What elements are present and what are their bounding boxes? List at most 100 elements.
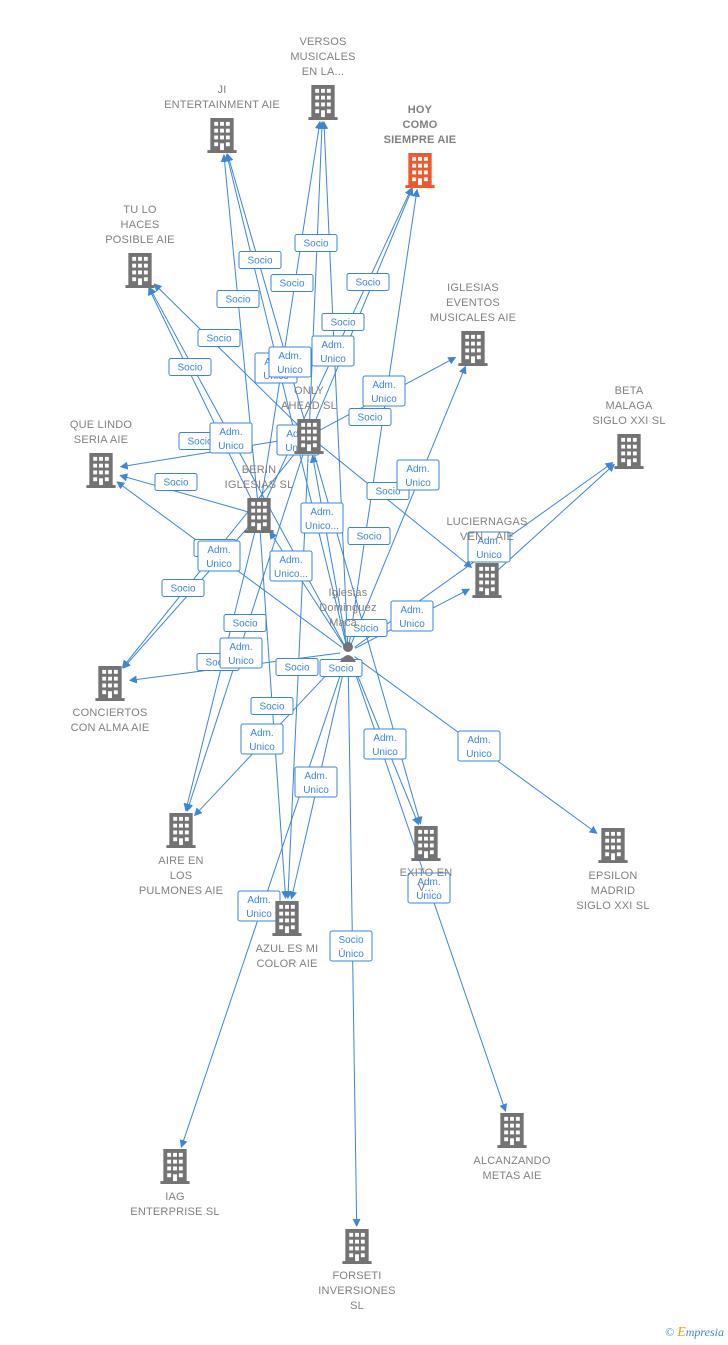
relation-badge[interactable]: Adm.Unico	[197, 540, 241, 572]
relation-badge[interactable]: Socio	[321, 313, 365, 331]
relation-badge[interactable]: Adm.Unico...	[269, 550, 313, 582]
node-label-line: Iglesias	[329, 587, 368, 599]
badge-label: Adm.	[372, 380, 395, 391]
badge-label: Socio	[338, 935, 363, 946]
badge-label: Adm.	[467, 735, 490, 746]
node-label-line: TU LO	[123, 204, 157, 216]
node-label-line: COLOR AIE	[256, 958, 317, 970]
relation-badge[interactable]: Adm.Unico	[467, 531, 511, 563]
relation-badge[interactable]: Adm.Unico	[363, 728, 407, 760]
relation-badge[interactable]: Adm.Unico	[237, 890, 281, 922]
relation-badge[interactable]: Adm.Unico	[311, 335, 355, 367]
relation-badge[interactable]: Socio	[275, 658, 319, 676]
badge-label: Socio	[355, 278, 380, 289]
building-icon	[308, 85, 338, 120]
node-label-line: MUSICALES AIE	[430, 312, 516, 324]
node-label-line: SIEMPRE AIE	[384, 134, 457, 146]
badge-label: Socio	[205, 658, 230, 669]
node-label-line: VERSOS	[299, 36, 346, 48]
badge-label: Unico	[405, 478, 431, 489]
badge-label: Socio	[232, 619, 257, 630]
relation-badge[interactable]: Socio	[270, 274, 314, 292]
node-label-line: FORSETI	[332, 1270, 381, 1282]
badge-label: Adm.	[417, 877, 440, 888]
node-label-line: ENTERPRISE SL	[130, 1206, 219, 1218]
relation-badge[interactable]: Socio	[344, 619, 388, 637]
building-icon	[166, 813, 196, 848]
relation-badge[interactable]: Adm.Unico	[294, 766, 338, 798]
company-node-berin[interactable]: BERIN IGLESIAS SL	[225, 464, 294, 533]
node-label-line: AHEAD SL	[281, 400, 337, 412]
relation-badge[interactable]: Socio	[168, 358, 212, 376]
relation-badge[interactable]: Adm.Unico	[268, 346, 312, 378]
node-label-line: VEN... AIE	[460, 531, 514, 543]
company-node-exito[interactable]: EXITO ENV...	[400, 826, 453, 894]
building-icon	[497, 1113, 527, 1148]
badge-label: Unico	[372, 747, 398, 758]
relation-badge[interactable]: Socio	[250, 697, 294, 715]
person-node[interactable]: IglesiasDominguezMaca...	[319, 587, 377, 662]
badge-label: Socio	[303, 239, 328, 250]
node-label-line: EVENTOS	[446, 297, 500, 309]
badge-label: Único	[338, 947, 364, 960]
badge-label: Adm.	[278, 351, 301, 362]
relation-badge[interactable]: Socio	[161, 579, 205, 597]
relation-badge[interactable]: Socio	[197, 329, 241, 347]
relation-badge[interactable]: Socio	[346, 273, 390, 291]
badge-label: Unico	[206, 559, 232, 570]
relation-badge[interactable]: Adm.Unico	[390, 600, 434, 632]
node-label-line: SIGLO XXI SL	[592, 415, 665, 427]
node-label-line: HACES	[121, 219, 160, 231]
relation-badge[interactable]: Socio	[348, 408, 392, 426]
relation-badge[interactable]: Adm.Unico	[209, 422, 253, 454]
node-label-line: CONCIERTOS	[73, 707, 148, 719]
edge-berin-ji	[220, 153, 259, 508]
node-label-line: IGLESIAS SL	[225, 479, 294, 491]
company-node-only[interactable]: ONLY AHEAD SL	[281, 385, 337, 454]
relation-badge[interactable]: Adm.Unico	[396, 459, 440, 491]
badge-label: Unico	[228, 656, 254, 667]
relation-badge[interactable]: Socio	[154, 473, 198, 491]
relation-badge[interactable]: Adm.Unico	[219, 637, 263, 669]
badge-label: Socio	[247, 256, 272, 267]
node-label-line: IGLESIAS	[447, 282, 499, 294]
relation-badge[interactable]: Socio	[294, 234, 338, 252]
building-icon	[614, 434, 644, 469]
relation-badge[interactable]: Adm. Unico	[407, 872, 451, 904]
relation-badge[interactable]: Socio	[347, 527, 391, 545]
node-label-line: INVERSIONES	[318, 1285, 395, 1297]
node-label-line: BERIN	[242, 464, 277, 476]
node-label-line: Maca...	[329, 617, 366, 629]
company-node-iglesiasev[interactable]: IGLESIAS EVENTOS MUSICALES AIE	[430, 282, 516, 366]
relation-badge[interactable]: Socio	[223, 614, 267, 632]
node-label-line: ONLY	[294, 385, 324, 397]
badge-label: Unico	[416, 891, 442, 902]
badge-label: Socio	[206, 334, 231, 345]
relation-badge[interactable]: Adm.Unico	[362, 375, 406, 407]
building-icon	[160, 1149, 190, 1184]
edge-only-versos	[308, 120, 326, 429]
relation-badge[interactable]: Socio	[238, 251, 282, 269]
badge-label: Unico	[218, 441, 244, 452]
relation-badge[interactable]: Socio	[319, 659, 363, 677]
relation-badge[interactable]: Socio	[216, 290, 260, 308]
relation-badge[interactable]: Adm.Unico...	[300, 502, 344, 534]
relation-badge[interactable]: Adm.Unico	[457, 730, 501, 762]
relation-badge[interactable]: Adm.Unico	[240, 723, 284, 755]
